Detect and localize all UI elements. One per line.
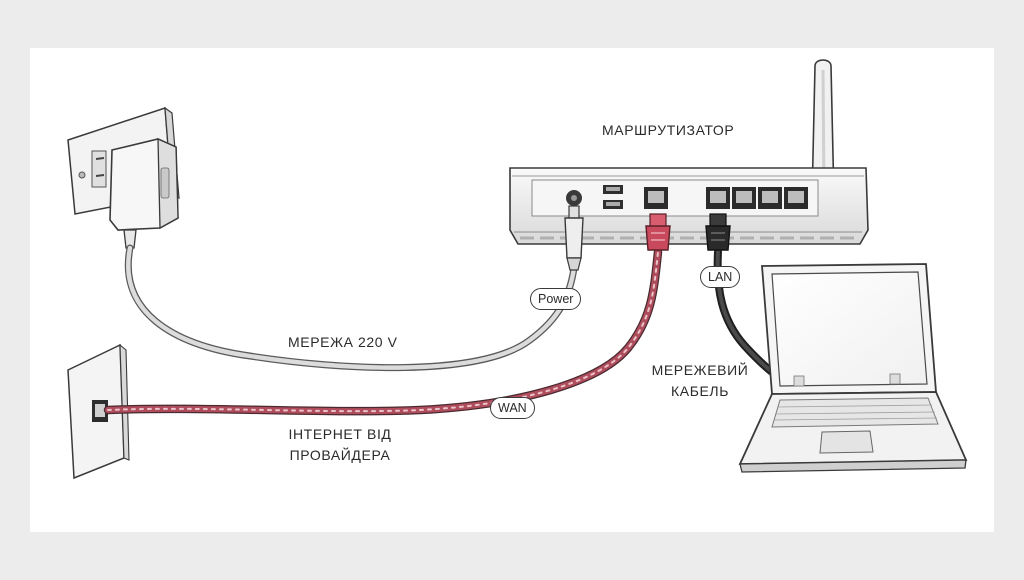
network-cable-label-line1: МЕРЕЖЕВИЙ xyxy=(651,362,749,378)
network-cable-label-line2: КАБЕЛЬ xyxy=(671,383,729,399)
router-label: МАРШРУТИЗАТОР xyxy=(602,122,735,138)
internet-label-line1: ІНТЕРНЕТ ВІД xyxy=(288,426,392,442)
lan-plug xyxy=(705,213,731,251)
internet-label-line2: ПРОВАЙДЕРА xyxy=(289,447,391,463)
network-cable-label: МЕРЕЖЕВИЙ КАБЕЛЬ xyxy=(640,360,760,402)
wan-tag: WAN xyxy=(490,397,535,419)
laptop-icon xyxy=(738,263,968,473)
router-icon xyxy=(509,167,869,245)
lan-tag: LAN xyxy=(700,266,741,288)
mains-label: МЕРЕЖА 220 V xyxy=(288,334,398,350)
power-plug xyxy=(564,205,584,271)
power-tag: Power xyxy=(530,288,582,310)
phone-jack-icon xyxy=(67,343,130,480)
internet-label: ІНТЕРНЕТ ВІД ПРОВАЙДЕРА xyxy=(280,424,400,466)
power-adapter-icon xyxy=(109,137,179,249)
wan-plug xyxy=(645,213,671,251)
